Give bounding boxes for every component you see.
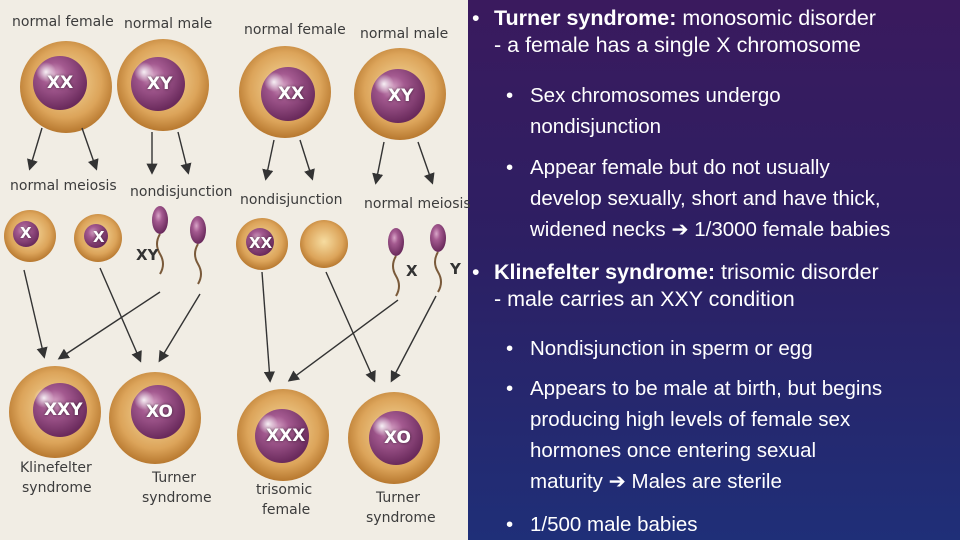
label-turner-1-line2: syndrome [142,490,212,506]
sub-klinefelter-2-line4: maturity ➔ Males are sterile [530,466,958,497]
chromosome-bottom-xo-1: XO [146,402,173,422]
sub-klinefelter-2-line4-result: Males are sterile [631,470,782,493]
sub-klinefelter-2: • Appears to be male at birth, but begin… [468,373,958,497]
label-normal-female-1: normal female [12,14,114,30]
chromosome-mid-x-2: X [93,228,105,246]
chromosome-mid-xx: XX [249,234,273,252]
turner-title: Turner syndrome: [494,6,677,30]
arrow-icon: ➔ [671,218,689,241]
sub-klinefelter-1-line1: Nondisjunction in sperm or egg [530,337,813,360]
label-normal-female-2: normal female [244,22,346,38]
label-klinefelter-line2: syndrome [22,480,92,496]
label-turner-1-line1: Turner [152,470,197,486]
chromosome-mid-xy: XY [136,246,159,264]
chromosome-bottom-xxx: XXX [266,426,306,446]
sub-klinefelter-2-line2: producing high levels of female sex [530,408,851,431]
top-arrows [27,127,435,185]
sub-turner-2-line1: Appear female but do not usually [530,156,830,179]
chromosome-bottom-xxy: XXY [44,400,83,420]
chromosome-mid-x-1: X [20,224,32,242]
bullet-dot: • [472,6,480,30]
label-klinefelter-line1: Klinefelter [20,460,92,476]
sub-turner-2: • Appear female but do not usually devel… [468,152,958,245]
sub-turner-2-line3: widened necks ➔ 1/3000 female babies [530,214,958,245]
klinefelter-title-rest: trisomic disorder [715,260,879,284]
bullet-dot: • [506,377,514,400]
label-turner-2-line2: syndrome [366,510,436,526]
middle-gametes [4,206,446,297]
sub-klinefelter-3: • 1/500 male babies [468,509,958,540]
label-normal-male-1: normal male [124,16,213,32]
klinefelter-title: Klinefelter syndrome: [494,260,716,284]
sub-turner-1-line1: Sex chromosomes undergo [530,84,781,107]
bullet-dot: • [506,513,514,536]
sub-klinefelter-2-line4-text: maturity [530,470,603,493]
sub-klinefelter-1: • Nondisjunction in sperm or egg [468,333,958,364]
chromosome-top-4: XY [388,86,414,106]
bullet-dot: • [472,260,480,284]
top-cells [20,39,446,140]
sub-turner-2-line2: develop sexually, short and have thick, [530,187,881,210]
klinefelter-line2: - male carries an XXY condition [494,287,795,311]
sub-turner-2-line3-text: widened necks [530,218,666,241]
turner-line2: - a female has a single X chromosome [494,33,861,57]
klinefelter-line1: Klinefelter syndrome: trisomic disorder [494,259,934,286]
sub-turner-1: • Sex chromosomes undergo nondisjunction [468,80,958,142]
chromosome-mid-x-3: X [406,262,418,280]
label-normal-meiosis-1: normal meiosis [10,178,117,194]
sub-klinefelter-2-line1: Appears to be male at birth, but begins [530,377,883,400]
arrow-icon: ➔ [608,470,626,493]
sub-turner-1-line2: nondisjunction [530,115,662,138]
sub-turner-2-line3-stat: 1/3000 female babies [694,218,891,241]
label-nondisjunction-2: nondisjunction [240,192,343,208]
bullet-dot: • [506,84,514,107]
chromosome-top-2: XY [147,74,173,94]
sub-klinefelter-3-line1: 1/500 male babies [530,513,698,536]
bullet-turner: • Turner syndrome: monosomic disorder - … [468,5,934,59]
chromosome-top-1: XX [47,73,74,93]
label-normal-meiosis-2: normal meiosis [364,196,471,212]
label-turner-2-line1: Turner [376,490,421,506]
turner-line1: Turner syndrome: monosomic disorder [494,5,934,32]
bullet-dot: • [506,337,514,360]
label-trisomic-line1: trisomic [256,482,313,498]
chromosome-top-3: XX [278,84,305,104]
turner-title-rest: monosomic disorder [676,6,876,30]
chromosome-bottom-xo-2: XO [384,428,411,448]
chromosome-mid-y: Y [450,260,461,278]
bullet-klinefelter: • Klinefelter syndrome: trisomic disorde… [468,259,934,313]
label-nondisjunction-1: nondisjunction [130,184,233,200]
figure-drawing [4,39,446,484]
bullet-dot: • [506,156,514,179]
label-trisomic-line2: female [262,502,311,518]
bottom-cells [9,366,440,484]
nondisjunction-figure: normal female normal male normal female … [0,0,471,540]
sub-klinefelter-2-line3: hormones once entering sexual [530,439,817,462]
bullet-text-area: • Turner syndrome: monosomic disorder - … [468,0,960,540]
label-normal-male-2: normal male [360,26,449,42]
lower-arrows [23,267,437,383]
